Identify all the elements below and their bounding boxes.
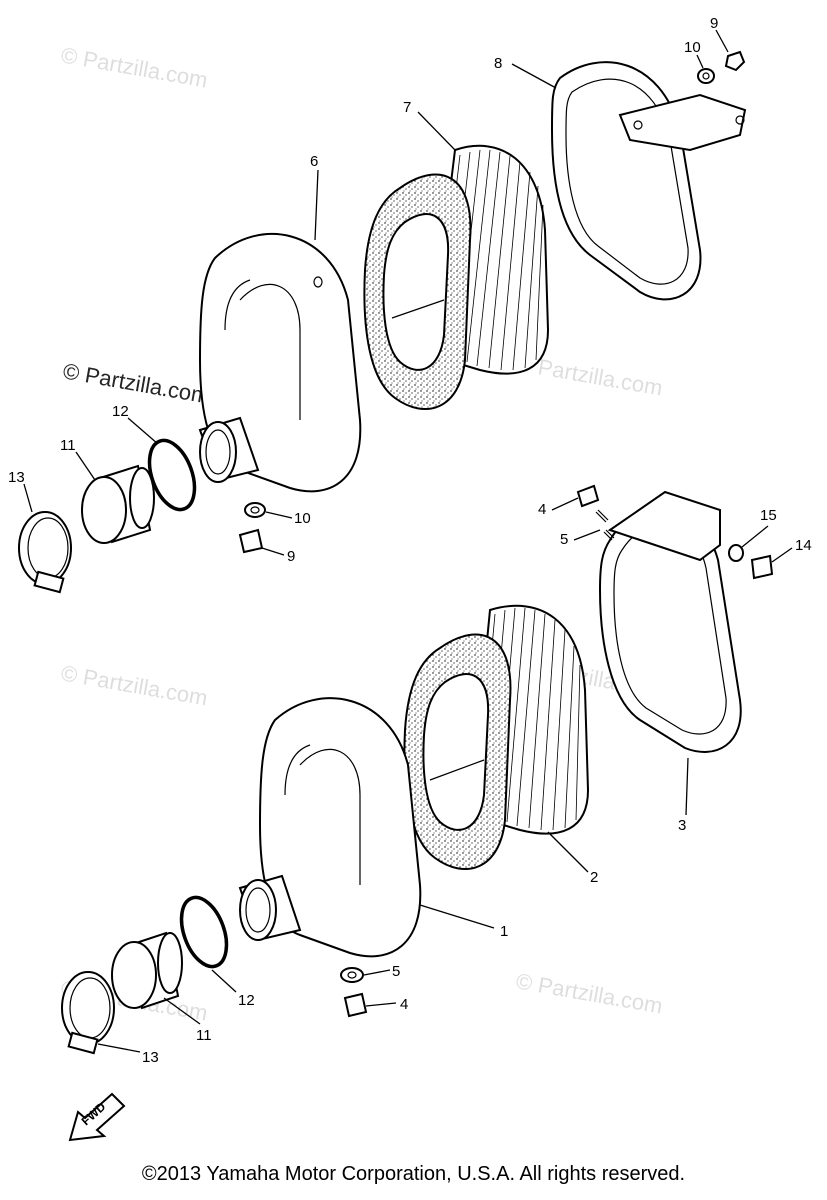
callout-1: 1 [500, 923, 508, 940]
upper-filter-element [363, 144, 550, 411]
fwd-arrow-icon: FWD [68, 1092, 126, 1142]
callout-4-top: 4 [538, 501, 546, 518]
lower-filter-element [403, 604, 590, 871]
callout-4: 4 [400, 996, 408, 1013]
watermark: © Partzilla.com [61, 358, 211, 408]
callout-7: 7 [403, 99, 411, 116]
upper-air-case [198, 233, 362, 493]
callout-2: 2 [590, 869, 598, 886]
callout-13: 13 [8, 469, 25, 486]
lower-air-case [238, 697, 422, 958]
callout-10-top: 10 [684, 39, 701, 56]
callout-12: 12 [112, 403, 129, 420]
upper-back-cover [550, 61, 747, 301]
watermark: © Partzilla.com [59, 42, 209, 92]
callout-14: 14 [795, 537, 812, 554]
lower-joint [111, 931, 183, 1010]
callout-9: 9 [287, 548, 295, 565]
upper-clamp [18, 511, 72, 594]
callout-6: 6 [310, 153, 318, 170]
upper-joint [81, 464, 155, 544]
lower-case-bolt [340, 967, 368, 1018]
callout-8: 8 [494, 55, 502, 72]
callout-12-lower: 12 [238, 992, 255, 1009]
watermark: © Partzilla.com [514, 968, 664, 1018]
lower-side-bolt [728, 544, 774, 580]
callout-13-lower: 13 [142, 1049, 159, 1066]
callout-15: 15 [760, 507, 777, 524]
lower-o-ring [179, 895, 229, 969]
callout-5: 5 [392, 963, 400, 980]
watermark: © Partzilla.com [59, 660, 209, 710]
upper-o-ring [147, 438, 197, 512]
callout-11: 11 [60, 437, 76, 454]
lower-clamp [61, 971, 115, 1055]
callout-3: 3 [678, 817, 686, 834]
upper-top-bolt [697, 50, 746, 84]
callout-11-lower: 11 [196, 1027, 212, 1044]
callout-5-top: 5 [560, 531, 568, 548]
copyright-notice: ©2013 Yamaha Motor Corporation, U.S.A. A… [141, 1163, 686, 1185]
lower-back-cover [598, 490, 742, 753]
lower-top-bolt [576, 484, 615, 541]
upper-case-bolt [238, 502, 266, 554]
callout-10: 10 [294, 510, 311, 527]
callout-9-top: 9 [710, 15, 718, 32]
